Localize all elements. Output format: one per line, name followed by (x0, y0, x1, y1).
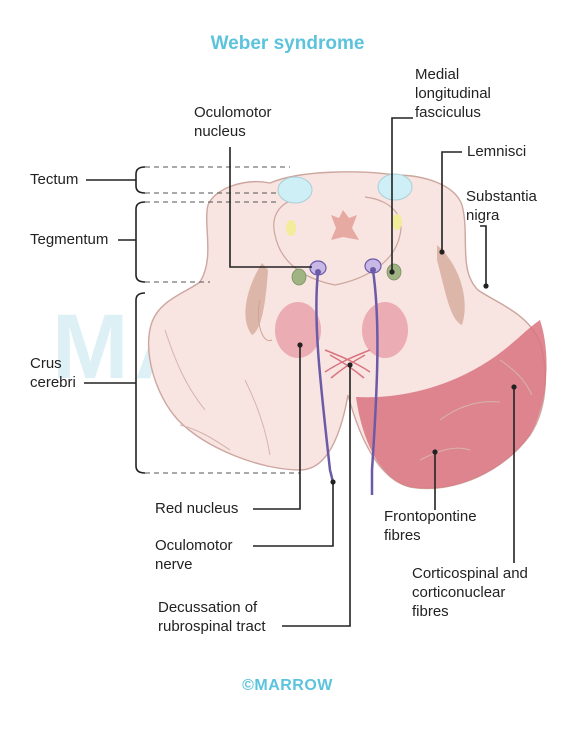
leader-lines (229, 117, 515, 627)
nigra-detail (257, 299, 273, 342)
yellow-nucleus-right (392, 214, 402, 230)
label-mlf: Medial longitudinal fasciculus (415, 66, 491, 121)
brackets (84, 166, 146, 474)
label-red-nucleus: Red nucleus (155, 500, 239, 517)
label-corticospinal: Corticospinal and corticonuclear fibres (412, 565, 528, 620)
crus-fibre-lines (164, 329, 533, 461)
diagram-title: Weber syndrome (210, 33, 365, 54)
cerebral-aqueduct (331, 210, 359, 240)
leader-red-nucleus (253, 345, 301, 510)
label-decussation: Decussation of rubrospinal tract (158, 599, 266, 635)
label-crus-cerebri: Crus cerebri (30, 355, 76, 391)
substantia-nigra-left (245, 263, 268, 335)
copyright-footer: ©MARROW (242, 677, 333, 694)
tectum-bracket (135, 166, 146, 194)
leader-oculomotor-nucleus (229, 147, 312, 268)
leader-decussation (282, 365, 351, 627)
yellow-nucleus-left (286, 220, 296, 236)
red-nucleus-left (275, 302, 321, 358)
label-lemnisci: Lemnisci (467, 143, 527, 160)
superior-colliculus-left (277, 176, 313, 204)
leader-oculomotor-nerve (253, 482, 334, 547)
mlf-left (291, 268, 307, 286)
substantia-nigra-right (437, 245, 465, 325)
oculomotor-nerve-left (315, 271, 335, 483)
label-oculomotor-nerve: Oculomotor nerve (155, 537, 233, 573)
label-tegmentum: Tegmentum (30, 231, 109, 248)
red-nucleus-right (362, 302, 408, 358)
oculomotor-nerve-right (370, 269, 379, 495)
leader-mlf (391, 117, 413, 272)
label-frontopontine: Frontopontine fibres (384, 508, 477, 544)
label-substantia-nigra: Substantia nigra (466, 188, 537, 224)
leader-lemnisci (441, 151, 462, 252)
label-oculomotor-nucleus: Oculomotor nucleus (194, 104, 272, 140)
lesion-area (356, 320, 547, 489)
leader-substantia-nigra (480, 225, 487, 286)
superior-colliculus-right (377, 173, 413, 201)
tegmentum-bracket (135, 201, 146, 283)
label-tectum: Tectum (30, 171, 79, 188)
level-dash-lines (145, 166, 300, 474)
leader-dots (297, 249, 517, 485)
